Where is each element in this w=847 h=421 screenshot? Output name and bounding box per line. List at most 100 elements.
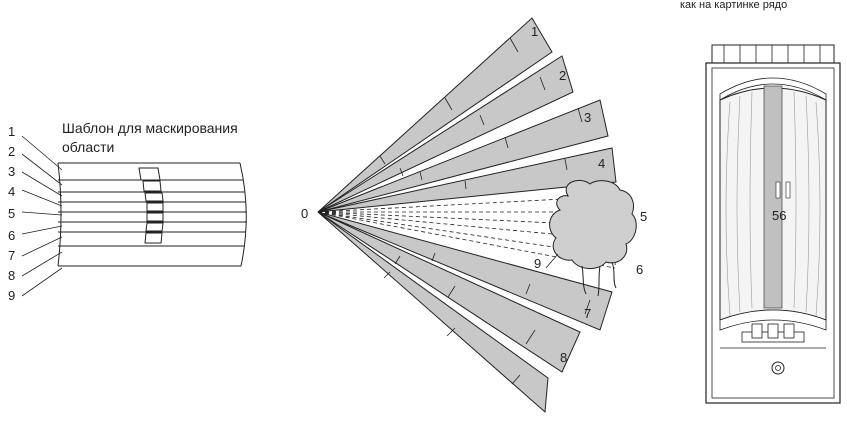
origin-label: 0 [301,206,308,221]
device-top-ribs [723,45,821,63]
strip-label: 2 [8,144,15,159]
device-window-arch-top [719,77,827,101]
leader-line [21,225,63,235]
sector-tick [509,37,519,53]
sector-tick [399,167,404,177]
sector-tick [584,299,591,315]
sector-tick [444,97,453,111]
sector-tick [383,271,391,279]
device-connectors [751,323,795,339]
sector-tick [379,155,386,165]
device-top-cap [711,44,835,64]
mask-block [146,212,164,222]
device-handle-right [785,181,791,199]
sector-tick [525,329,536,345]
strip-label: 8 [8,268,15,283]
sector-label: 5 [640,209,647,224]
leader-line [21,267,63,297]
sector-label: 7 [584,306,591,321]
device-handle-left [775,181,781,199]
mask-block [142,180,162,192]
lamp-line [725,101,731,317]
lamp-line [736,95,741,313]
leader-line [21,236,63,257]
device-connector [751,323,763,339]
sector-tick [511,374,521,385]
sector-tick [504,136,509,149]
sector-label: 1 [531,24,538,39]
sector-band-3 [317,99,609,213]
sector-tick [464,180,467,190]
sector-band-8 [317,211,581,373]
device-connector [767,323,779,339]
strip-label: 7 [8,248,15,263]
sector-labels: 1 2 3 4 5 6 7 8 [531,24,647,365]
leader-line [21,211,63,216]
strip-label: 5 [8,206,15,221]
dashed-ray [317,211,617,241]
sector-band-1 [317,17,553,213]
device-window-arch-bottom [719,309,827,331]
mask-block [144,192,164,202]
device-label: 56 [772,208,786,223]
sector-band-9 [317,211,549,414]
sector-tick [446,327,456,337]
dashed-ray [317,211,615,257]
sector-label: 3 [584,110,591,125]
obstacle-leader [545,253,559,269]
device-connector [783,323,795,339]
template-caption-line2: области [62,139,114,155]
template-caption-line1: Шаблон для маскирования [62,120,238,136]
lamp-line [815,101,821,317]
tree-obstacle: 9 [534,180,637,297]
lamp-line [793,91,797,309]
obstacle-label: 9 [534,256,541,271]
tree-canopy [549,180,637,269]
sector-label: 4 [598,156,605,171]
lamp-line [749,91,753,309]
sector-tick [564,158,568,171]
sector-label: 2 [559,68,566,83]
sector-band-4 [317,147,617,213]
tree-trunk [581,261,617,297]
sector-tick [419,171,423,181]
leader-line [21,171,63,197]
device-knob-center [775,365,781,371]
sector-tick [479,114,485,126]
mask-template: Шаблон для маскирования области [8,120,247,303]
sector-bands [317,17,617,414]
dashed-ray [317,211,621,227]
strip-label: 4 [8,184,15,199]
strip-label: 6 [8,228,15,243]
device-caption: как на картинке рядо [680,0,787,11]
device-center-band [763,85,783,309]
device-inner-frame [711,67,835,399]
sector-tick [447,285,456,298]
sector-tick [394,255,401,265]
mask-window [138,167,164,244]
device-panel: как на картинке рядо [680,0,841,404]
mask-block [144,232,163,244]
sector-tick [577,107,583,123]
leader-line [21,251,63,277]
device-lamps [725,91,821,317]
dashed-ray [317,211,616,269]
sector-ticks [379,37,591,385]
leader-line [21,153,63,186]
strip-label: 1 [8,124,15,139]
sector-band-2 [317,55,574,213]
leader-line [21,189,63,207]
sector-tick [539,76,546,91]
sector-label: 6 [636,262,643,277]
template-strips [57,162,247,267]
lamp-line [805,95,810,313]
sector-tick [525,283,531,295]
template-leaders [21,135,63,297]
strip-label: 3 [8,164,15,179]
mask-block [138,167,161,181]
sector-label: 8 [560,350,567,365]
mask-block [145,222,164,232]
sector-fan: 0 [301,17,647,414]
